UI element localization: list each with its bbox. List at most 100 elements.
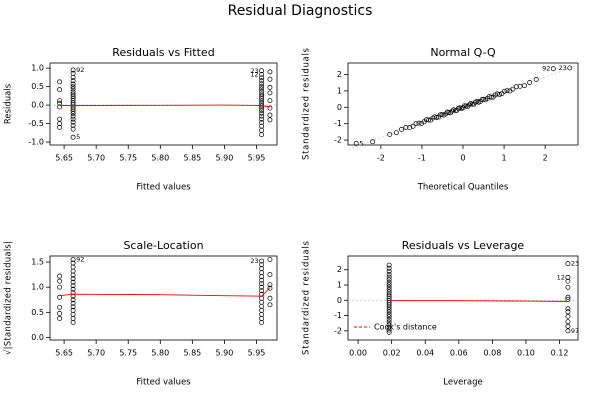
scaleloc-point xyxy=(70,264,76,270)
resleverage-point xyxy=(386,311,392,317)
resleverage-point xyxy=(386,274,392,280)
resfit-point xyxy=(57,87,63,93)
resleverage-point xyxy=(565,309,571,315)
qq-point xyxy=(522,83,527,89)
scaleloc-point xyxy=(70,286,76,292)
resleverage-point xyxy=(386,309,392,315)
qq-xtick-label: -1 xyxy=(418,154,426,163)
scaleloc-point-label: 92 xyxy=(76,256,84,264)
qq-ytick-label: 0 xyxy=(337,103,342,112)
resleverage-point-label: 97 xyxy=(571,327,579,335)
qq-point xyxy=(403,125,409,130)
resleverage-xlabel: Leverage xyxy=(443,378,482,388)
scaleloc-point xyxy=(259,274,265,280)
resfit-point xyxy=(259,72,265,77)
resfit-xtick-label: 5.90 xyxy=(216,154,234,163)
resfit-point xyxy=(259,98,265,104)
qq-point-label: 92 xyxy=(542,65,550,73)
qq-point-label: 23 xyxy=(559,64,567,72)
qq-point xyxy=(410,123,416,129)
resleverage-point xyxy=(386,279,392,285)
scaleloc-xtick-label: 5.90 xyxy=(216,349,234,358)
resfit-point xyxy=(259,78,265,84)
qq-point xyxy=(413,121,419,127)
qq-xtick-label: 2 xyxy=(543,154,548,163)
qq-point xyxy=(527,80,533,85)
qq-ytick-label: 1 xyxy=(337,86,342,95)
resleverage-point xyxy=(386,277,392,283)
resleverage-point xyxy=(565,297,571,302)
resleverage-point xyxy=(565,319,571,325)
qq-point xyxy=(370,139,376,145)
resleverage-ytick-label: 1 xyxy=(337,281,342,290)
scaleloc-smooth-line xyxy=(59,287,271,297)
scaleloc-point-label: 23 xyxy=(250,257,258,265)
resleverage-xtick-label: 0.04 xyxy=(416,349,434,358)
resleverage-point-label: 23 xyxy=(571,260,579,268)
resfit-point xyxy=(267,117,273,123)
resleverage-point xyxy=(386,314,392,320)
qq-reference-line xyxy=(347,64,579,150)
scaleloc-xtick-label: 5.85 xyxy=(183,349,201,358)
scaleloc-point xyxy=(57,284,63,290)
resfit-point xyxy=(259,83,265,89)
qq-point xyxy=(387,131,393,137)
resfit-point xyxy=(259,88,265,94)
resfit-xtick-label: 5.80 xyxy=(151,154,169,163)
resleverage-point xyxy=(386,327,392,333)
scaleloc-point xyxy=(70,257,76,262)
qq-point xyxy=(533,77,539,82)
resleverage-point xyxy=(386,284,392,290)
qq-point xyxy=(393,130,399,136)
scaleloc-point xyxy=(259,281,265,287)
resfit-point xyxy=(259,132,265,138)
scaleloc-point xyxy=(259,311,265,317)
resleverage-point xyxy=(565,284,571,290)
scaleloc-point xyxy=(259,307,265,313)
scaleloc-point xyxy=(259,270,265,276)
scaleloc-point xyxy=(70,300,76,306)
resleverage-ytick-label: 0 xyxy=(337,296,342,305)
resfit-ytick-label: 0.5 xyxy=(31,82,44,91)
qq-xtick-label: 1 xyxy=(502,154,507,163)
qq-point xyxy=(497,92,503,97)
resleverage-point xyxy=(565,323,571,329)
resleverage-point-label: 12 xyxy=(557,273,565,281)
scaleloc-point xyxy=(70,304,76,310)
qq-ytick-label: 2 xyxy=(337,70,342,79)
qq-point xyxy=(550,66,556,72)
qq-xlabel: Theoretical Quantiles xyxy=(417,183,509,193)
figure-title: Residual Diagnostics xyxy=(228,3,373,19)
resleverage-point xyxy=(565,278,571,284)
scaleloc-point xyxy=(259,319,265,325)
qq-point-label: 5 xyxy=(359,139,363,147)
resfit-point-label: 5 xyxy=(76,133,80,141)
scaleloc-point xyxy=(70,319,76,325)
resfit-point xyxy=(259,105,265,111)
scaleloc-point xyxy=(267,285,273,291)
scaleloc-point xyxy=(70,279,76,285)
resfit-smooth-line xyxy=(59,104,270,108)
qq-title: Normal Q-Q xyxy=(430,46,496,59)
qq-point xyxy=(501,88,507,94)
scaleloc-ytick-label: 1.5 xyxy=(31,258,44,267)
qq-ytick-label: -2 xyxy=(334,136,342,145)
scaleloc-point xyxy=(57,310,63,316)
resfit-point xyxy=(259,108,265,114)
resleverage-xtick-label: 0.02 xyxy=(383,349,401,358)
qq-xtick-label: -2 xyxy=(377,154,385,163)
qq-point xyxy=(465,104,471,110)
scaleloc-point xyxy=(57,315,63,321)
qq-point xyxy=(513,84,519,90)
resfit-point xyxy=(267,76,273,82)
qq-ylabel: Standardized residuals xyxy=(302,47,312,160)
scaleloc-point xyxy=(70,272,76,278)
scaleloc-point xyxy=(57,273,63,279)
scaleloc-point xyxy=(70,276,76,282)
scaleloc-point xyxy=(259,299,265,305)
resfit-ylabel: Residuals xyxy=(4,83,14,124)
resfit-xtick-label: 5.95 xyxy=(248,154,266,163)
resfit-point xyxy=(70,86,76,92)
qq-point xyxy=(504,88,510,94)
